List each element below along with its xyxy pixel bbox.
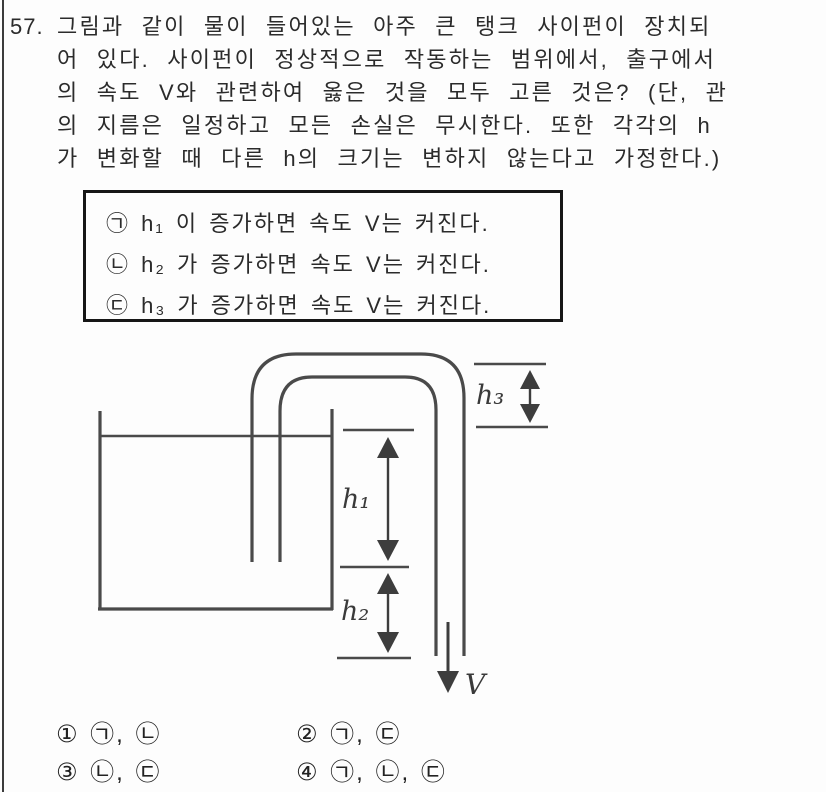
question-line: 의 지름은 일정하고 모든 손실은 무시한다. 또한 각각의 h — [57, 113, 712, 138]
column-divider — [2, 0, 4, 792]
velocity-arrow: V — [437, 622, 488, 701]
question-number: 57. — [10, 14, 44, 39]
h2-arrowhead-up — [377, 573, 399, 594]
h2-arrowhead-down — [377, 632, 399, 653]
h1-arrowhead-down — [377, 540, 399, 561]
h1-dimension: h₁ — [340, 428, 414, 569]
velocity-arrowhead — [437, 671, 459, 693]
question-block: 57. 그림과 같이 물이 들어있는 아주 큰 탱크 사이펀이 장치되 어 있다… — [10, 10, 816, 175]
siphon-tube-inner-wall — [278, 375, 438, 656]
h3-dimension: h₃ — [474, 362, 548, 429]
question-line: 그림과 같이 물이 들어있는 아주 큰 탱크 사이펀이 장치되 — [57, 14, 712, 39]
h3-label: h₃ — [476, 380, 504, 411]
h3-arrowhead-up — [520, 370, 540, 389]
choice-4: ④ ㉠, ㉡, ㉢ — [296, 759, 447, 786]
h1-label: h₁ — [342, 484, 370, 515]
question-line: 의 속도 V와 관련하여 옳은 것을 모두 고른 것은? (단, 관 — [57, 80, 729, 105]
siphon-diagram: h₃ h₁ h₂ V — [98, 352, 548, 701]
statements-box: ㉠ h₁ 이 증가하면 속도 V는 커진다. ㉡ h₂ 가 증가하면 속도 V는… — [83, 190, 563, 322]
choice-2: ② ㉠, ㉢ — [296, 721, 402, 748]
question-line: 가 변화할 때 다른 h의 크기는 변하지 않는다고 가정한다.) — [57, 146, 722, 171]
choice-1: ① ㉠, ㉡ — [56, 721, 162, 748]
h2-label: h₂ — [341, 596, 369, 627]
question-line: 어 있다. 사이펀이 정상적으로 작동하는 범위에서, 출구에서 — [57, 47, 717, 72]
statement-item: ㉢ h₃ 가 증가하면 속도 V는 커진다. — [106, 293, 492, 318]
velocity-label: V — [465, 668, 488, 701]
choice-3: ③ ㉡, ㉢ — [56, 759, 162, 786]
statement-item: ㉠ h₁ 이 증가하면 속도 V는 커진다. — [106, 211, 490, 236]
h2-dimension: h₂ — [337, 573, 411, 660]
siphon-tube-outer-wall — [250, 352, 466, 656]
question-text: 그림과 같이 물이 들어있는 아주 큰 탱크 사이펀이 장치되 어 있다. 사이… — [57, 10, 816, 175]
statement-item: ㉡ h₂ 가 증가하면 속도 V는 커진다. — [106, 252, 491, 277]
h1-arrowhead-up — [377, 437, 399, 458]
h3-arrowhead-down — [520, 404, 540, 423]
